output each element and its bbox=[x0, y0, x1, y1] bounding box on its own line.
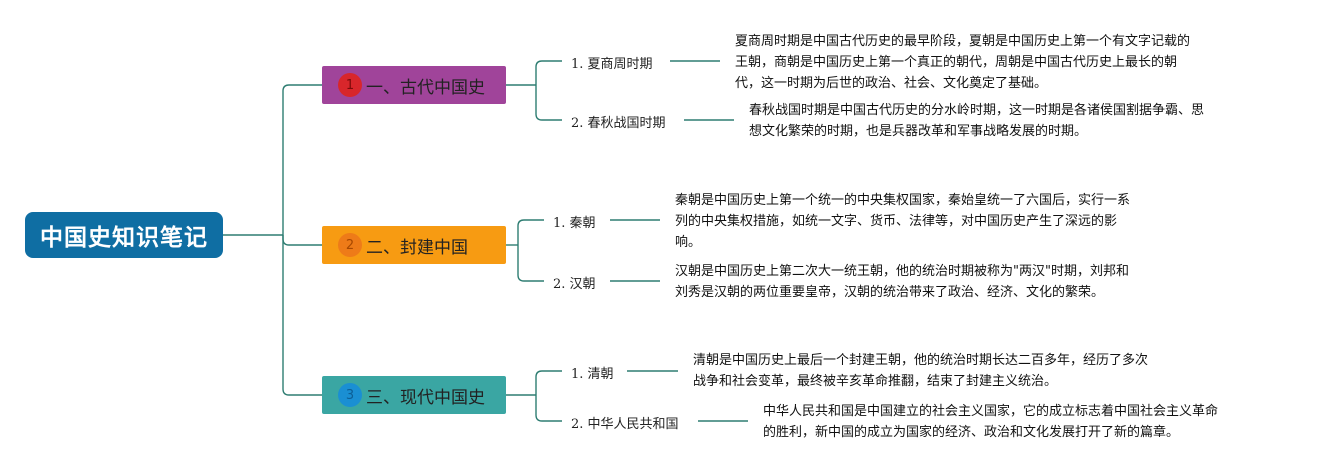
note-qin: 秦朝是中国历史上第一个统一的中央集权国家，秦始皇统一了六国后，实行一系 列的中央… bbox=[675, 190, 1130, 253]
note-line: 夏商周时期是中国古代历史的最早阶段，夏朝是中国历史上第一个有文字记载的 bbox=[735, 34, 1191, 49]
note-line: 列的中央集权措施，如统一文字、货币、法律等，对中国历史产生了深远的影 bbox=[675, 214, 1118, 229]
root-node[interactable]: 中国史知识笔记 bbox=[25, 212, 223, 258]
note-line: 的胜利，新中国的成立为国家的经济、政治和文化发展打开了新的篇章。 bbox=[763, 425, 1180, 440]
leaf-prc[interactable]: 2. 中华人民共和国 bbox=[571, 417, 679, 432]
leaf-qing[interactable]: 1. 清朝 bbox=[571, 367, 614, 382]
note-line: 刘秀是汉朝的两位重要皇帝，汉朝的统治带来了政治、经济、文化的繁荣。 bbox=[675, 285, 1105, 300]
leaf-xia-shang-zhou[interactable]: 1. 夏商周时期 bbox=[571, 57, 653, 72]
note-line: 战争和社会变革，最终被辛亥革命推翻，结束了封建主义统治。 bbox=[693, 374, 1058, 389]
note-line: 中华人民共和国是中国建立的社会主义国家，它的成立标志着中国社会主义革命 bbox=[763, 404, 1219, 419]
leaf-spring-autumn[interactable]: 2. 春秋战国时期 bbox=[571, 116, 666, 131]
leaf-connector-3-1 bbox=[535, 370, 562, 395]
branch-connector-1 bbox=[282, 84, 322, 235]
note-prc: 中华人民共和国是中国建立的社会主义国家，它的成立标志着中国社会主义革命 的胜利，… bbox=[763, 401, 1218, 443]
note-qing: 清朝是中国历史上最后一个封建王朝，他的统治时期长达二百多年，经历了多次 战争和社… bbox=[693, 350, 1148, 392]
leaf-connector-2-1 bbox=[517, 219, 544, 245]
note-line: 清朝是中国历史上最后一个封建王朝，他的统治时期长达二百多年，经历了多次 bbox=[693, 353, 1149, 368]
note-line: 王朝，商朝是中国历史上第一个真正的朝代，周朝是中国古代历史上最长的朝 bbox=[735, 55, 1178, 70]
branch-node-modern[interactable]: 3 三、现代中国史 bbox=[322, 376, 506, 414]
leaf-connector-1-2 bbox=[535, 85, 562, 121]
note-spring-autumn: 春秋战国时期是中国古代历史的分水岭时期，这一时期是各诸侯国割据争霸、思 想文化繁… bbox=[749, 100, 1204, 142]
leaf-connector-1-1 bbox=[535, 60, 562, 85]
note-line: 代，这一时期为后世的政治、社会、文化奠定了基础。 bbox=[735, 76, 1048, 91]
branch-connector-3 bbox=[282, 235, 322, 396]
leaf-connector-2-2 bbox=[517, 245, 544, 282]
number-badge-icon: 3 bbox=[338, 383, 362, 407]
leaf-connector-3-2 bbox=[535, 395, 562, 422]
note-line: 春秋战国时期是中国古代历史的分水岭时期，这一时期是各诸侯国割据争霸、思 bbox=[749, 103, 1205, 118]
branch-label: 二、封建中国 bbox=[366, 237, 468, 258]
note-line: 汉朝是中国历史上第二次大一统王朝，他的统治时期被称为"两汉"时期，刘邦和 bbox=[675, 264, 1129, 279]
number-badge-icon: 1 bbox=[338, 73, 362, 97]
leaf-qin[interactable]: 1. 秦朝 bbox=[553, 216, 596, 231]
branch-node-feudal[interactable]: 2 二、封建中国 bbox=[322, 226, 506, 264]
branch-label: 三、现代中国史 bbox=[366, 387, 485, 408]
note-xia-shang-zhou: 夏商周时期是中国古代历史的最早阶段，夏朝是中国历史上第一个有文字记载的 王朝，商… bbox=[735, 31, 1190, 94]
note-line: 秦朝是中国历史上第一个统一的中央集权国家，秦始皇统一了六国后，实行一系 bbox=[675, 193, 1131, 208]
note-line: 想文化繁荣的时期，也是兵器改革和军事战略发展的时期。 bbox=[749, 124, 1088, 139]
branch-node-ancient[interactable]: 1 一、古代中国史 bbox=[322, 66, 506, 104]
branch-connector-2 bbox=[282, 235, 322, 246]
number-badge-icon: 2 bbox=[338, 233, 362, 257]
root-title: 中国史知识笔记 bbox=[40, 225, 208, 251]
leaf-han[interactable]: 2. 汉朝 bbox=[553, 277, 596, 292]
note-line: 响。 bbox=[675, 235, 702, 250]
note-han: 汉朝是中国历史上第二次大一统王朝，他的统治时期被称为"两汉"时期，刘邦和 刘秀是… bbox=[675, 261, 1129, 303]
branch-label: 一、古代中国史 bbox=[366, 77, 485, 98]
